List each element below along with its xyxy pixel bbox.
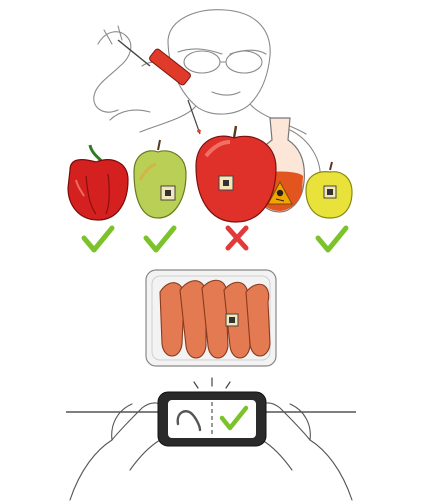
smartphone xyxy=(157,391,267,447)
red-apple xyxy=(195,125,277,223)
sausage-tray xyxy=(145,269,277,367)
check-mark-icon xyxy=(219,405,249,431)
check-mark-icon xyxy=(315,225,349,253)
hands-sketch xyxy=(69,402,353,501)
green-apple xyxy=(133,139,187,219)
scan-signal-marks xyxy=(193,377,231,389)
cross-mark-icon xyxy=(225,225,249,251)
syringe-icon xyxy=(117,39,201,135)
status-marks xyxy=(81,225,349,253)
scientist-sketch xyxy=(93,9,321,181)
quince xyxy=(305,161,353,219)
sausage-icon xyxy=(176,410,202,432)
red-pepper xyxy=(67,144,129,221)
check-mark-icon xyxy=(81,225,115,253)
check-mark-icon xyxy=(143,225,177,253)
